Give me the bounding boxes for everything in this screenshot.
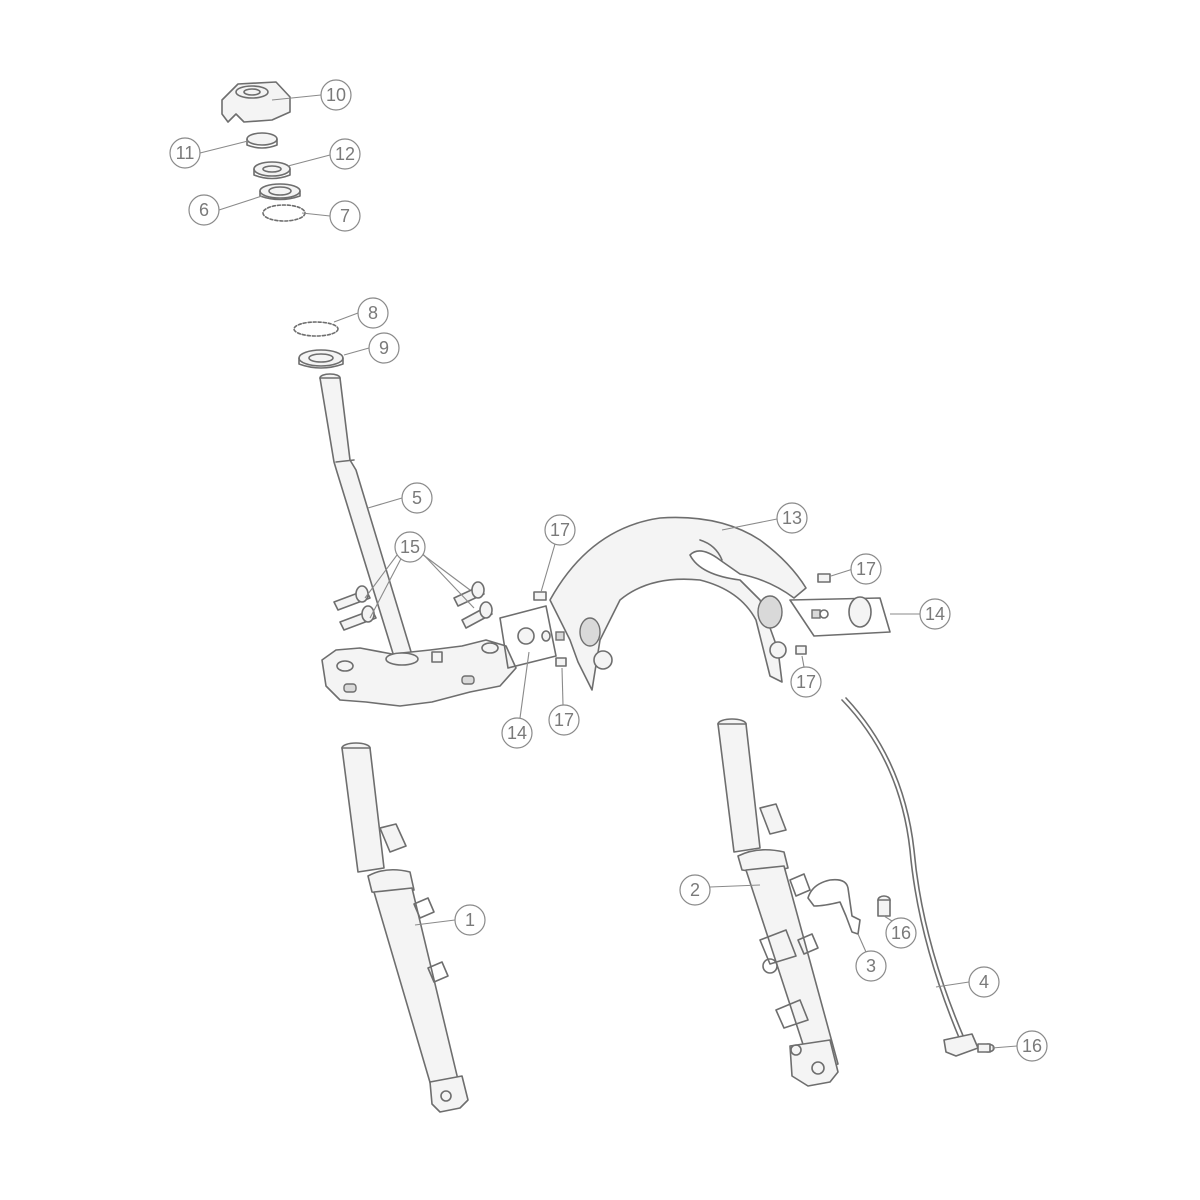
callout-16-lower: 16: [1016, 1030, 1048, 1062]
callout-15: 15: [394, 531, 426, 563]
svg-text:14: 14: [507, 723, 527, 743]
svg-text:13: 13: [782, 508, 802, 528]
svg-text:7: 7: [340, 206, 350, 226]
svg-text:16: 16: [891, 923, 911, 943]
hose-clamp: [807, 878, 861, 935]
callout-8: 8: [357, 297, 389, 329]
svg-text:17: 17: [554, 710, 574, 730]
upper-ball-bearing: [262, 204, 306, 222]
fender-screws: [533, 573, 831, 667]
callout-5: 5: [401, 482, 433, 514]
fender-bracket-left: [499, 605, 565, 669]
callout-11: 11: [169, 137, 201, 169]
callout-16-upper: 16: [885, 917, 917, 949]
callout-17-bottom-left: 17: [548, 704, 580, 736]
svg-text:9: 9: [379, 338, 389, 358]
callout-14-right: 14: [919, 598, 951, 630]
adjusting-nut: [253, 161, 291, 180]
callout-12: 12: [329, 138, 361, 170]
svg-text:10: 10: [326, 85, 346, 105]
svg-text:17: 17: [856, 559, 876, 579]
right-fork-leg: [717, 718, 839, 1087]
lower-triple-clamp: [321, 639, 517, 707]
callout-14-left: 14: [501, 717, 533, 749]
callout-2: 2: [679, 874, 711, 906]
svg-text:14: 14: [925, 604, 945, 624]
svg-text:1: 1: [465, 910, 475, 930]
locknut: [246, 132, 278, 149]
callout-17-top-right: 17: [850, 553, 882, 585]
callout-3: 3: [855, 950, 887, 982]
clamp-bolts: [333, 581, 493, 631]
callout-17-bottom-right: 17: [790, 666, 822, 698]
svg-text:4: 4: [979, 972, 989, 992]
svg-text:16: 16: [1022, 1036, 1042, 1056]
svg-text:6: 6: [199, 200, 209, 220]
svg-text:12: 12: [335, 144, 355, 164]
callout-17-top-left: 17: [544, 514, 576, 546]
steering-head-cover: [221, 81, 291, 123]
lower-bearing-race: [298, 349, 344, 369]
svg-text:8: 8: [368, 303, 378, 323]
svg-text:15: 15: [400, 537, 420, 557]
callout-1: 1: [454, 904, 486, 936]
fender-bracket-right: [789, 596, 891, 637]
callout-10: 10: [320, 79, 352, 111]
callout-7: 7: [329, 200, 361, 232]
callout-9: 9: [368, 332, 400, 364]
svg-text:17: 17: [796, 672, 816, 692]
svg-text:2: 2: [690, 880, 700, 900]
callout-4: 4: [968, 966, 1000, 998]
leader-lines: [199, 94, 1018, 1049]
svg-text:5: 5: [412, 488, 422, 508]
left-fork-leg: [341, 742, 469, 1113]
bolt: [877, 895, 891, 917]
svg-text:17: 17: [550, 520, 570, 540]
brake-hose: [841, 697, 995, 1057]
lower-ball-bearing: [293, 321, 339, 337]
svg-text:11: 11: [176, 143, 195, 163]
callout-13: 13: [776, 502, 808, 534]
upper-bearing-race: [259, 183, 301, 201]
svg-text:3: 3: [866, 956, 876, 976]
callout-6: 6: [188, 194, 220, 226]
front-fender: [549, 516, 807, 691]
